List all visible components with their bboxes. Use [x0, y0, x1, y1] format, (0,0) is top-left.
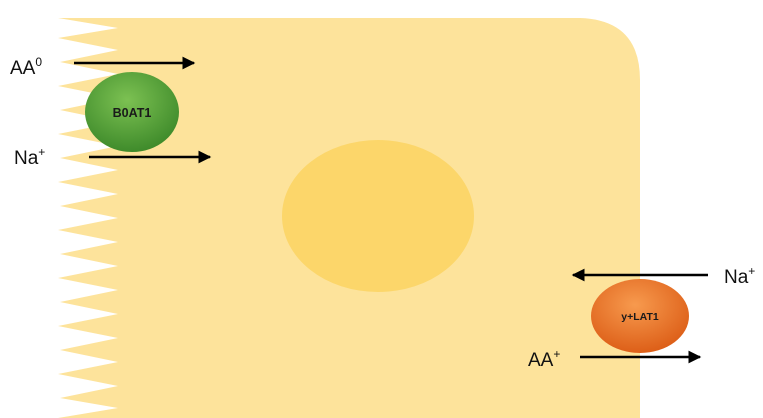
b0at1-transporter [85, 72, 179, 152]
basolateral-na-base: Na [724, 267, 749, 288]
apical-na-base: Na [14, 148, 39, 169]
basolateral-na-superscript: + [748, 264, 755, 278]
basolateral-na-label: Na+ [724, 264, 755, 288]
svg-text:Na+: Na+ [14, 145, 45, 169]
apical-aa-base: AA [10, 58, 36, 79]
basolateral-aa-superscript: + [553, 347, 560, 361]
apical-aa-label: AA0 [10, 55, 42, 79]
b0at1-label: B0AT1 [113, 106, 152, 120]
svg-text:AA+: AA+ [528, 347, 560, 371]
basolateral-aa-base: AA [528, 350, 554, 371]
y-lat1-label: y+LAT1 [621, 311, 659, 323]
svg-text:AA0: AA0 [10, 55, 42, 79]
nucleus [282, 140, 474, 292]
apical-na-label: Na+ [14, 145, 45, 169]
basolateral-aa-label: AA+ [528, 347, 560, 371]
y-lat1-transporter [591, 279, 689, 353]
svg-text:Na+: Na+ [724, 264, 755, 288]
apical-aa-superscript: 0 [35, 55, 42, 69]
apical-na-superscript: + [38, 145, 45, 159]
